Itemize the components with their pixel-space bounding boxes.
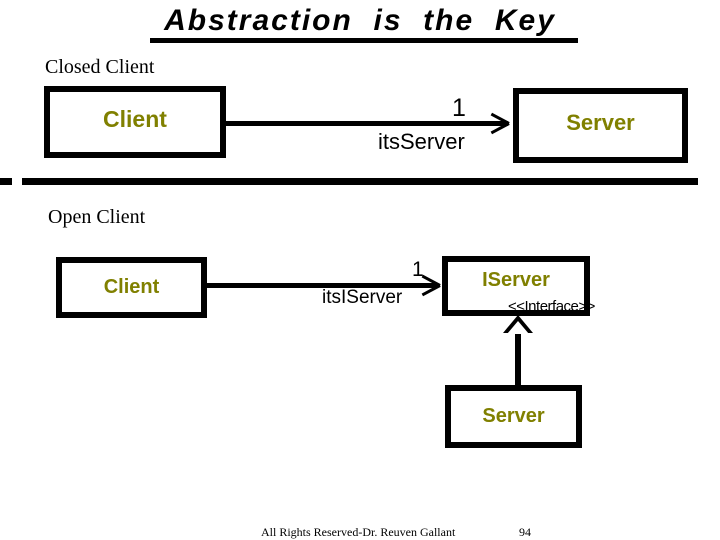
association-role-closed: itsServer	[378, 129, 465, 154]
association-line-open	[207, 283, 437, 288]
class-name-label: IServer	[482, 269, 550, 291]
section-caption-open: Open Client	[48, 206, 146, 228]
class-box-server-closed[interactable]: Server	[513, 88, 688, 163]
class-box-client-open[interactable]: Client	[56, 257, 207, 318]
class-box-iserver[interactable]: IServer	[442, 256, 590, 316]
class-name-label: Client	[103, 276, 160, 298]
class-name-label: Client	[103, 106, 167, 132]
generalization-line	[515, 331, 521, 386]
association-multiplicity-open: 1	[412, 258, 424, 281]
footer-copyright: All Rights Reserved-Dr. Reuven Gallant	[261, 525, 456, 539]
association-role-open: itsIServer	[322, 287, 403, 308]
page-title: Abstraction is the Key	[164, 4, 556, 37]
footer-page-number: 94	[519, 525, 531, 539]
association-line-closed	[226, 121, 508, 126]
class-name-label: Server	[566, 110, 635, 135]
class-box-server-open[interactable]: Server	[445, 385, 582, 448]
section-divider	[22, 178, 698, 185]
stereotype-label-interface: <<Interface>>	[508, 298, 595, 315]
class-name-label: Server	[482, 405, 545, 427]
title-underline	[150, 38, 578, 43]
section-caption-closed: Closed Client	[45, 56, 155, 78]
generalization-triangle-fill	[507, 321, 529, 334]
class-box-client-closed[interactable]: Client	[44, 86, 226, 158]
divider-bullet	[0, 178, 12, 185]
association-multiplicity-closed: 1	[452, 94, 466, 122]
